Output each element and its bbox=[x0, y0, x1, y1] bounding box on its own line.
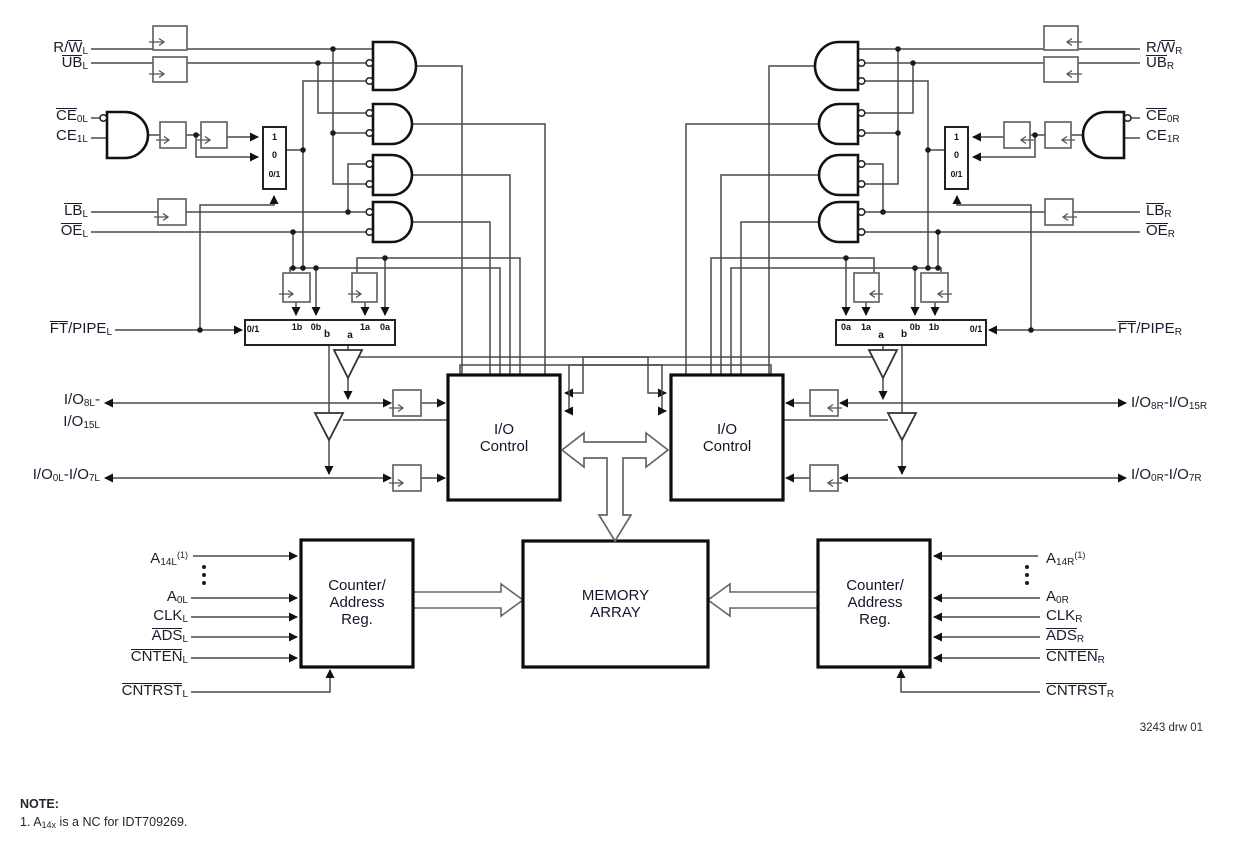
signal-label-ce1-left: CE1L bbox=[56, 127, 88, 146]
pipe-mux-left-1b: 1b bbox=[291, 322, 303, 332]
signal-label-ftpipe-right: FT/PIPER bbox=[1118, 320, 1182, 338]
signal-label-ce0-left: CE0L bbox=[56, 107, 88, 125]
ce-mux-left-sel: 0/1 bbox=[268, 169, 281, 179]
pipe-mux-left-0b: 0b bbox=[310, 322, 322, 332]
pipe-mux-right-sel: 0/1 bbox=[969, 324, 983, 334]
signal-label-rw-right: R/WR bbox=[1146, 39, 1183, 58]
signal-label-oe-left: OEL bbox=[60, 222, 88, 240]
signal-label-a0-left: A0L bbox=[166, 588, 188, 607]
pipe-mux-right-0b: 0b bbox=[909, 322, 921, 332]
signal-label-ce0-right: CE0R bbox=[1146, 107, 1180, 125]
signal-label-cnten-right: CNTENR bbox=[1046, 648, 1105, 666]
pipe-mux-left-0a: 0a bbox=[379, 322, 390, 332]
signal-label-io-lo-right: I/O0R-I/O7R bbox=[1131, 466, 1202, 485]
pipe-mux-left-1a: 1a bbox=[359, 322, 370, 332]
ce-mux-left-port-1: 1 bbox=[271, 132, 277, 142]
signal-label-ce1-right: CE1R bbox=[1146, 127, 1180, 146]
ce-mux-left-port-0: 0 bbox=[271, 150, 277, 160]
note-item-1: 1. A14x is a NC for IDT709269. bbox=[20, 815, 188, 830]
signal-label-lb-left: LBL bbox=[64, 202, 88, 220]
pipe-mux-right-b: b bbox=[900, 329, 908, 340]
signal-label-io-hi-left-1: I/O8L- bbox=[63, 391, 100, 410]
drawing-number: 3243 drw 01 bbox=[1139, 722, 1203, 734]
signal-label-ads-right: ADSR bbox=[1046, 627, 1085, 645]
signal-label-ftpipe-left: FT/PIPEL bbox=[49, 320, 112, 338]
signal-label-cnten-left: CNTENL bbox=[130, 648, 188, 666]
signal-label-cntrst-left: CNTRSTL bbox=[121, 682, 188, 700]
signal-label-cntrst-right: CNTRSTR bbox=[1046, 682, 1115, 700]
pipe-mux-right-0a: 0a bbox=[840, 322, 851, 332]
signal-label-clk-left: CLKL bbox=[153, 607, 188, 626]
signal-label-a14-left: A14L(1) bbox=[150, 550, 188, 568]
pipe-mux-right-1a: 1a bbox=[860, 322, 871, 332]
signal-label-ub-left: UBL bbox=[61, 54, 88, 72]
signal-label-oe-right: OER bbox=[1146, 222, 1175, 240]
signal-label-lb-right: LBR bbox=[1146, 202, 1172, 220]
pipe-mux-left-sel: 0/1 bbox=[246, 324, 260, 334]
signal-label-io-hi-right: I/O8R-I/O15R bbox=[1131, 394, 1208, 413]
signal-label-rw-left: R/WL bbox=[53, 39, 88, 58]
pipe-mux-right-a: a bbox=[878, 330, 884, 341]
ce-mux-right-port-0: 0 bbox=[953, 150, 959, 160]
ce-mux-right-sel: 0/1 bbox=[950, 169, 963, 179]
signal-label-clk-right: CLKR bbox=[1046, 607, 1083, 626]
signal-label-ads-left: ADSL bbox=[151, 627, 188, 645]
pipe-mux-left-a: a bbox=[347, 330, 353, 341]
signal-label-ub-right: UBR bbox=[1146, 54, 1175, 72]
ce-mux-right-port-1: 1 bbox=[953, 132, 959, 142]
pipe-mux-right-1b: 1b bbox=[928, 322, 940, 332]
signal-label-io-lo-left: I/O0L-I/O7L bbox=[32, 466, 100, 485]
signal-label-a14-right: A14R(1) bbox=[1046, 550, 1086, 568]
signal-label-io-hi-left-2: I/O15L bbox=[63, 413, 100, 432]
io-memory-bus-arrow bbox=[560, 431, 670, 543]
signal-label-a0-right: A0R bbox=[1046, 588, 1069, 607]
pipe-mux-left-b: b bbox=[323, 329, 331, 340]
note-heading: NOTE: bbox=[20, 797, 59, 811]
memory-array-block bbox=[521, 539, 710, 669]
